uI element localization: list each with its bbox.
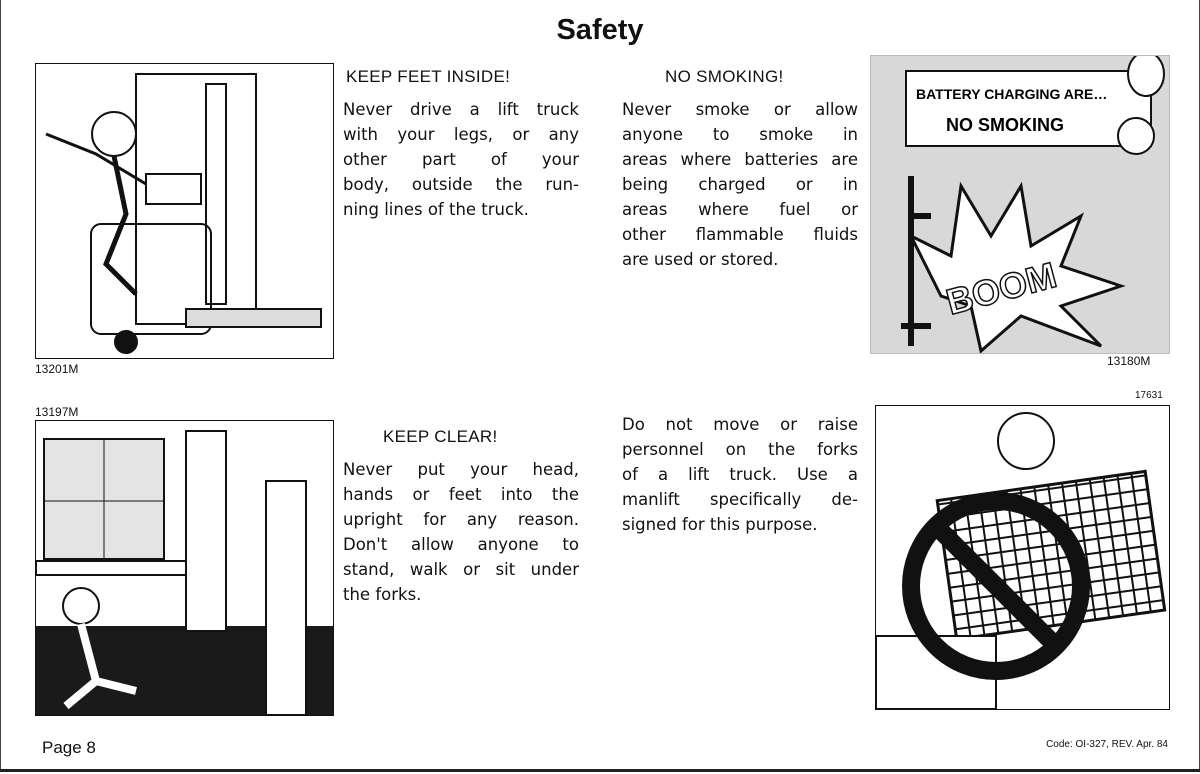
heading-keep-clear: KEEP CLEAR! xyxy=(383,427,498,446)
prohibited-person-on-forks-illustration xyxy=(876,412,1167,709)
text-line: areas where fuel or xyxy=(622,200,858,219)
text-line: other flammable fluids xyxy=(622,225,858,244)
page-number: Page 8 xyxy=(42,738,96,757)
text-line: other part of your xyxy=(343,150,579,169)
figure-code: 13180M xyxy=(1107,354,1151,368)
text-line: are used or stored. xyxy=(622,250,779,269)
text-line: body, outside the run- xyxy=(343,175,579,194)
text-line: being charged or in xyxy=(622,175,858,194)
text-line: Never smoke or allow xyxy=(622,100,858,119)
text-line: hands or feet into the xyxy=(343,485,579,504)
text-line: areas where batteries are xyxy=(622,150,858,169)
text-line: anyone to smoke in xyxy=(622,125,858,144)
figure-keep-clear xyxy=(35,420,334,716)
paragraph-no-riding-forks: Do not move or raise personnel on the fo… xyxy=(622,412,858,537)
sign-text-no-smoking: NO SMOKING xyxy=(946,115,1064,135)
lift-truck-operator-illustration xyxy=(45,73,322,354)
text-line: of a lift truck. Use a xyxy=(622,465,858,484)
text-line: Never put your head, xyxy=(343,460,579,479)
heading-keep-feet-inside: KEEP FEET INSIDE! xyxy=(346,67,511,86)
battery-charging-explosion-illustration: BATTERY CHARGING ARE… NO SMOKING BOOM xyxy=(901,56,1165,353)
paragraph-no-smoking: Never smoke or allow anyone to smoke in … xyxy=(622,97,858,272)
page-title: Safety xyxy=(556,14,644,46)
figure-no-smoking: BATTERY CHARGING ARE… NO SMOKING BOOM xyxy=(870,55,1170,354)
text-line: with your legs, or any xyxy=(343,125,579,144)
figure-code: 13197M xyxy=(35,405,79,419)
text-line: manlift specifically de- xyxy=(622,490,858,509)
text-line: Never drive a lift truck xyxy=(343,100,579,119)
text-line: Do not move or raise xyxy=(622,415,858,434)
text-line: upright for any reason. xyxy=(343,510,579,529)
text-line: the forks. xyxy=(343,585,422,604)
figure-code: 13201M xyxy=(35,362,79,376)
text-line: ning lines of the truck. xyxy=(343,200,529,219)
document-code: Code: OI-327, REV. Apr. 84 xyxy=(1046,739,1168,750)
forks-upright-illustration xyxy=(36,430,333,715)
figure-code: 17631 xyxy=(1135,390,1163,401)
heading-no-smoking: NO SMOKING! xyxy=(665,67,784,86)
bottom-rule xyxy=(0,769,1200,772)
paragraph-keep-feet-inside: Never drive a lift truck with your legs,… xyxy=(343,97,579,222)
text-line: Don't allow anyone to xyxy=(343,535,579,554)
figure-feet-inside xyxy=(35,63,334,359)
text-line: personnel on the forks xyxy=(622,440,858,459)
paragraph-keep-clear: Never put your head, hands or feet into … xyxy=(343,457,579,607)
figure-no-riding-forks xyxy=(875,405,1170,710)
sign-text-battery: BATTERY CHARGING ARE… xyxy=(916,86,1107,102)
text-line: signed for this purpose. xyxy=(622,515,818,534)
text-line: stand, walk or sit under xyxy=(343,560,579,579)
